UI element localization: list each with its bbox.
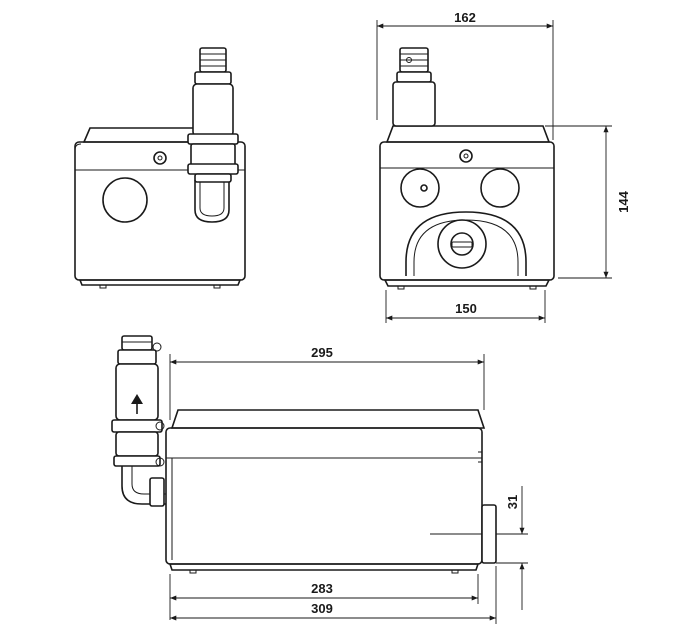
long-dimensions (169, 354, 528, 624)
dim-length-inner: 283 (311, 581, 333, 596)
dim-length-overall: 309 (311, 601, 333, 616)
dim-height-side: 144 (616, 190, 631, 212)
dim-outlet-height: 31 (505, 495, 520, 509)
front-view (379, 47, 555, 290)
front-dimensions (376, 20, 612, 323)
dim-length-top: 295 (311, 345, 333, 360)
dim-width-bottom: 150 (455, 301, 477, 316)
long-view (111, 335, 497, 574)
dim-width-top: 162 (454, 10, 476, 25)
side-view (74, 47, 246, 289)
